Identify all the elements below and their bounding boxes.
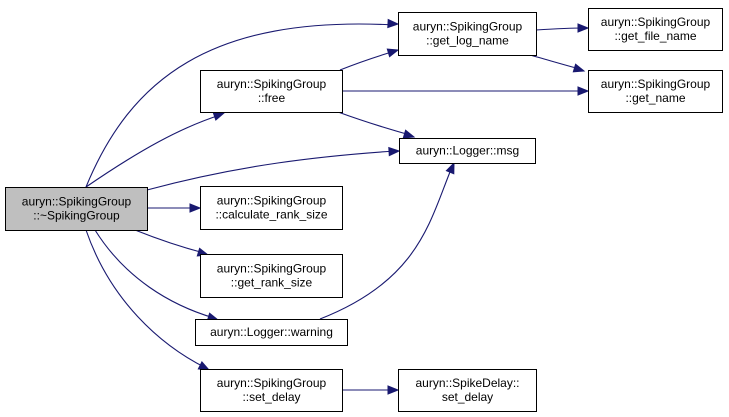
node-label: auryn::SpikingGroup (22, 195, 132, 209)
arrowhead (572, 63, 586, 73)
arrowhead (197, 361, 211, 371)
arrowhead (387, 18, 400, 29)
node-label: auryn::SpikeDelay:: (415, 376, 519, 390)
edge-line (339, 50, 396, 71)
arrowhead (402, 129, 416, 139)
edge-line (85, 114, 221, 188)
arrowhead (212, 111, 226, 121)
edge-root-to-free (85, 111, 226, 188)
nodes-layer: auryn::SpikingGroup::~SpikingGroupauryn:… (5, 8, 723, 412)
node-label: auryn::SpikingGroup (217, 77, 327, 91)
edge-set_delay-to-spike_delay_set_delay (342, 385, 400, 395)
edge-root-to-get_log_name (85, 18, 400, 188)
arrowhead (189, 203, 202, 213)
arrowhead (577, 23, 590, 33)
edge-line (94, 229, 215, 319)
node-label: ::calculate_rank_size (215, 208, 327, 222)
node-root[interactable]: auryn::SpikingGroup::~SpikingGroup (5, 187, 148, 231)
node-box (398, 369, 537, 412)
node-label: ::get_rank_size (231, 276, 313, 290)
node-label: ::get_file_name (614, 29, 696, 43)
arrowhead (386, 48, 400, 58)
node-label: auryn::SpikingGroup (217, 262, 327, 276)
node-label: auryn::Logger::warning (210, 325, 333, 339)
node-box (200, 369, 343, 412)
node-get-name[interactable]: auryn::SpikingGroup::get_name (588, 70, 723, 113)
node-box (200, 70, 343, 113)
edge-root-to-msg (146, 146, 401, 191)
node-spike-delay-set-delay[interactable]: auryn::SpikeDelay::set_delay (398, 369, 537, 412)
node-label: ::set_delay (242, 390, 300, 404)
edge-line (134, 229, 205, 254)
edge-free-to-msg (337, 111, 416, 139)
edge-warning-to-msg (319, 161, 455, 320)
node-label: ::~SpikingGroup (33, 209, 120, 223)
node-box (195, 319, 348, 346)
node-box (5, 187, 148, 231)
edge-root-to-calculate_rank_size (146, 203, 202, 213)
node-label: auryn::SpikingGroup (601, 77, 711, 91)
edge-line (529, 54, 581, 70)
node-label: auryn::Logger::msg (416, 144, 519, 158)
edge-line (535, 27, 585, 31)
node-label: ::get_log_name (426, 34, 509, 48)
node-get-rank-size[interactable]: auryn::SpikingGroup::get_rank_size (200, 254, 343, 298)
node-box (200, 186, 343, 230)
node-warning[interactable]: auryn::Logger::warning (195, 319, 348, 346)
node-label: auryn::SpikingGroup (413, 20, 523, 34)
edge-get_log_name-to-get_name (529, 54, 586, 73)
node-box (588, 70, 723, 113)
edge-root-to-get_rank_size (134, 229, 210, 257)
node-label: auryn::SpikingGroup (601, 15, 711, 29)
edge-line (337, 111, 411, 136)
edge-root-to-set_delay (85, 229, 211, 371)
edge-line (319, 166, 453, 320)
node-box (588, 8, 723, 51)
arrowhead (388, 146, 401, 157)
node-label: ::free (258, 91, 286, 105)
edges-layer (85, 18, 590, 395)
arrowhead (387, 385, 400, 395)
edge-line (85, 23, 396, 188)
edge-line (146, 150, 396, 191)
edge-free-to-get_name (342, 86, 590, 96)
edge-free-to-get_log_name (339, 48, 400, 71)
node-label: ::get_name (625, 91, 685, 105)
node-box (399, 138, 536, 164)
node-get-log-name[interactable]: auryn::SpikingGroup::get_log_name (398, 12, 537, 56)
arrowhead (577, 86, 590, 96)
node-label: auryn::SpikingGroup (217, 376, 327, 390)
edge-get_log_name-to-get_file_name (535, 23, 590, 33)
edge-line (85, 229, 207, 369)
node-box (398, 12, 537, 56)
node-set-delay[interactable]: auryn::SpikingGroup::set_delay (200, 369, 343, 412)
node-box (200, 254, 343, 298)
node-label: auryn::SpikingGroup (217, 194, 327, 208)
edge-root-to-warning (94, 229, 220, 322)
node-get-file-name[interactable]: auryn::SpikingGroup::get_file_name (588, 8, 723, 51)
node-calculate-rank-size[interactable]: auryn::SpikingGroup::calculate_rank_size (200, 186, 343, 230)
node-free[interactable]: auryn::SpikingGroup::free (200, 70, 343, 113)
arrowhead (445, 161, 455, 175)
node-msg[interactable]: auryn::Logger::msg (399, 138, 536, 164)
node-label: set_delay (442, 390, 493, 404)
